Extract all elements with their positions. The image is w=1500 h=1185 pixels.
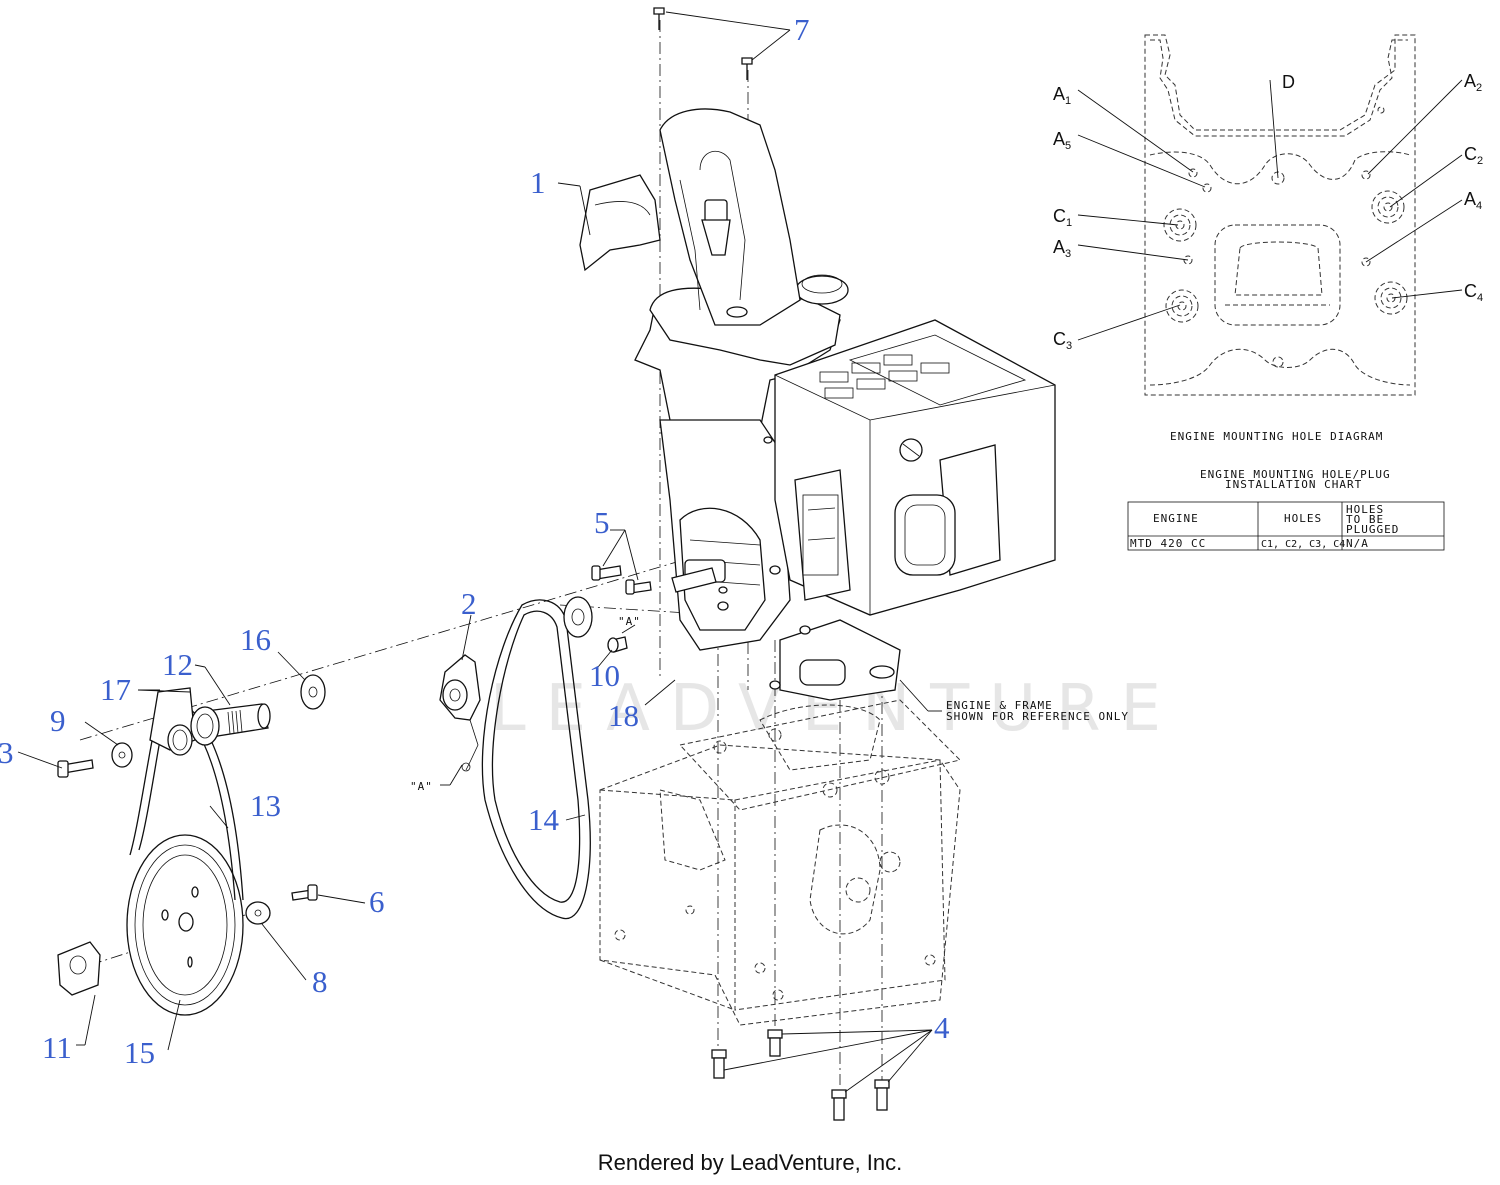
callout-6: 6 <box>369 884 385 919</box>
callout-7: 7 <box>794 12 810 47</box>
callout-3: 3 <box>0 735 14 770</box>
callout-1: 1 <box>530 165 546 200</box>
hole-label-a3: A3 <box>1053 237 1071 260</box>
chart-header-engine: ENGINE <box>1153 512 1199 525</box>
engine <box>579 108 1056 701</box>
callout-18: 18 <box>608 698 639 733</box>
callout-2: 2 <box>461 586 477 621</box>
chart-header-plugged-2: TO BE <box>1346 513 1384 526</box>
callout-13: 13 <box>250 788 281 823</box>
callout-9: 9 <box>50 703 66 738</box>
callout-8: 8 <box>312 964 328 999</box>
vent-grill <box>819 354 950 399</box>
callout-14: 14 <box>528 802 560 837</box>
chart-header-holes: HOLES <box>1284 512 1322 525</box>
hole-label-c2: C2 <box>1464 144 1483 167</box>
installation-chart: ENGINE MOUNTING HOLE/PLUG INSTALLATION C… <box>1127 468 1445 551</box>
part-callouts: 1 2 3 4 5 6 7 8 9 10 11 12 13 14 15 16 1… <box>0 12 950 1070</box>
leader-lines <box>17 11 942 1093</box>
hole-diagram-title: ENGINE MOUNTING HOLE DIAGRAM <box>1170 430 1383 443</box>
callout-12: 12 <box>162 647 193 682</box>
frame <box>599 699 961 1026</box>
callout-16: 16 <box>240 622 271 657</box>
callout-17: 17 <box>100 672 131 707</box>
hole-label-d: D <box>1282 72 1295 92</box>
hole-label-a1: A1 <box>1053 84 1071 107</box>
hole-label-c1: C1 <box>1053 206 1072 229</box>
callout-10: 10 <box>589 658 620 693</box>
chart-cell-holes: C1, C2, C3, C4 <box>1261 539 1345 550</box>
hole-label-a5: A5 <box>1053 129 1071 152</box>
hole-label-c3: C3 <box>1053 329 1072 352</box>
chart-header-plugged-1: HOLES <box>1346 503 1384 516</box>
chart-title-line2: INSTALLATION CHART <box>1225 478 1362 491</box>
reference-mark-a-top: "A" <box>618 615 641 628</box>
chart-cell-plugged: N/A <box>1346 537 1369 550</box>
chart-header-plugged-3: PLUGGED <box>1346 523 1399 536</box>
hole-label-c4: C4 <box>1464 281 1483 304</box>
callout-11: 11 <box>42 1030 72 1065</box>
callout-15: 15 <box>124 1035 155 1070</box>
chart-cell-engine: MTD 420 CC <box>1130 537 1206 550</box>
footer-credit: Rendered by LeadVenture, Inc. <box>597 1150 903 1175</box>
engine-mounting-hole-diagram: A1 A5 C1 A3 C3 D A2 C2 A4 C4 ENGINE MOUN… <box>1053 34 1483 443</box>
reference-mark-a-bottom: "A" <box>410 780 433 793</box>
callout-5: 5 <box>594 505 610 540</box>
chart-title-line1: ENGINE MOUNTING HOLE/PLUG <box>1200 468 1391 481</box>
hole-label-a2: A2 <box>1464 71 1482 94</box>
reference-note-line2: SHOWN FOR REFERENCE ONLY <box>946 710 1129 723</box>
callout-4: 4 <box>934 1010 950 1045</box>
hole-label-a4: A4 <box>1464 189 1482 212</box>
reference-note-line1: ENGINE & FRAME <box>946 699 1053 712</box>
auger-pulley-assembly <box>57 674 326 1016</box>
idler-and-belt <box>439 7 890 1121</box>
